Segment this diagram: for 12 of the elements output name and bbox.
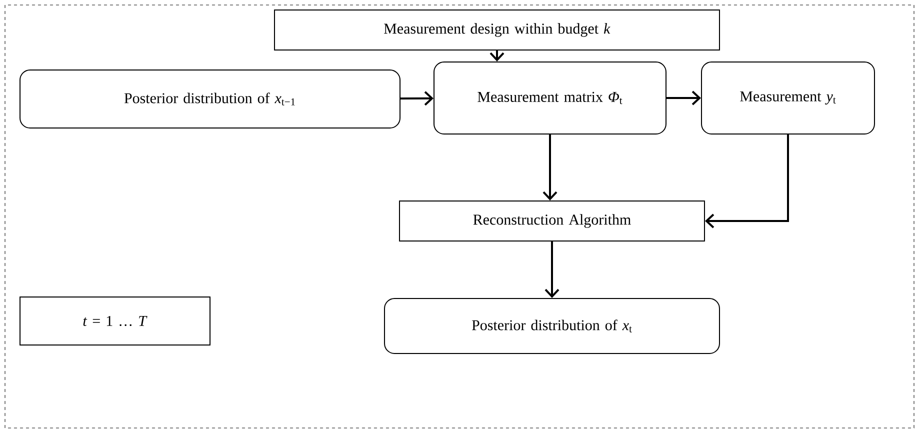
rounded-process-box: Posterior distribution of x$_{t−1}$	[20, 70, 400, 128]
arrow	[666, 90, 701, 106]
rounded-process-box: Measurement y$_{t}$	[701, 62, 875, 134]
arrow	[544, 242, 560, 298]
arrow	[542, 134, 558, 200]
arrow	[705, 134, 789, 228]
arrow	[400, 91, 434, 106]
rounded-process-box: Measurement matrix Φ$_{t}$	[434, 62, 666, 134]
process-box: Reconstruction Algorithm	[399, 200, 705, 242]
process-box: t = 1 … T	[20, 296, 210, 346]
process-box: Measurement design within budget k	[274, 10, 720, 50]
rounded-process-box: Posterior distribution of x$_{t}$	[384, 298, 720, 354]
